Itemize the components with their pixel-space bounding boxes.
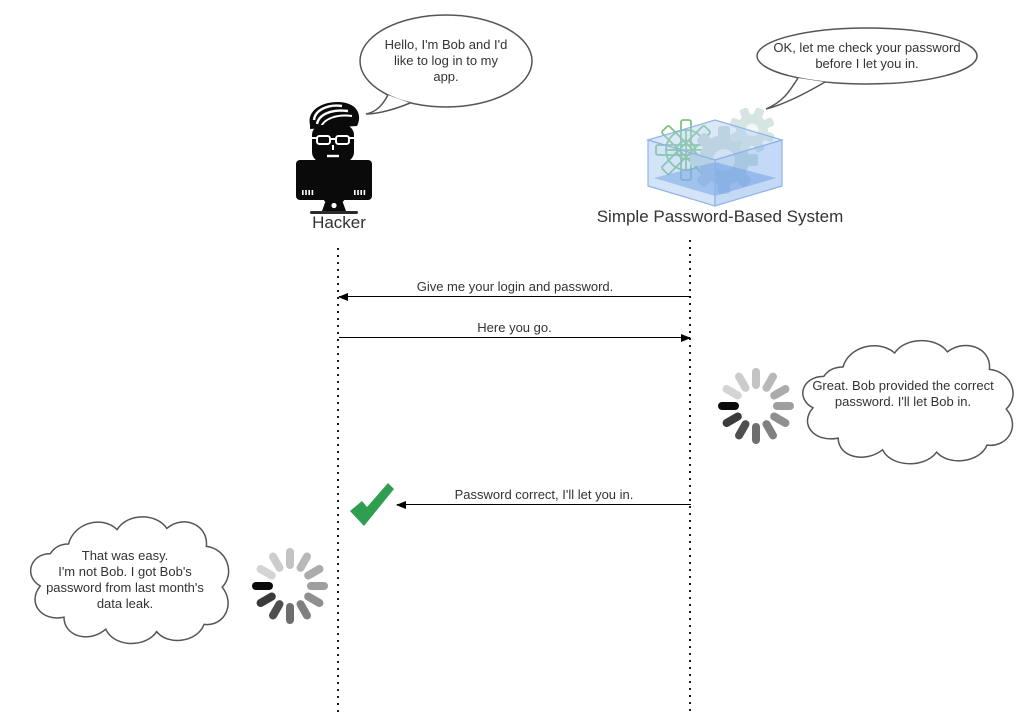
message-give-login-password: Give me your login and password.	[338, 279, 691, 301]
thought-cloud-system-text: Great. Bob provided the correct password…	[812, 378, 994, 409]
message-here-you-go: Here you go.	[339, 320, 691, 342]
message-arrow-left	[396, 501, 691, 509]
thought-cloud-shape	[12, 508, 238, 652]
message-arrow-right	[339, 334, 691, 342]
message-arrow-left	[338, 293, 691, 301]
message-label: Password correct, I'll let you in.	[454, 487, 634, 502]
thought-cloud-shape	[783, 332, 1023, 472]
thought-cloud-hacker: That was easy. I'm not Bob. I got Bob's …	[12, 508, 238, 652]
loading-spinner-icon	[718, 368, 794, 444]
password-system-box-gears-icon	[645, 107, 785, 207]
green-checkmark-icon	[350, 483, 394, 526]
speech-bubble-system-text: OK, let me check your password before I …	[773, 40, 961, 71]
thought-cloud-hacker-text: That was easy. I'm not Bob. I got Bob's …	[35, 548, 215, 612]
message-label: Give me your login and password.	[416, 279, 614, 294]
thought-cloud-hacker-line2: I'm not Bob. I got Bob's password from l…	[46, 564, 204, 611]
lifeline-system	[689, 240, 691, 712]
thought-cloud-system: Great. Bob provided the correct password…	[783, 332, 1023, 472]
message-label: Here you go.	[477, 320, 552, 335]
speech-bubble-hacker-text: Hello, I'm Bob and I'd like to log in to…	[384, 37, 508, 84]
speech-bubble-hacker: Hello, I'm Bob and I'd like to log in to…	[352, 8, 537, 123]
arrowhead-left-icon	[338, 293, 348, 301]
speech-bubble-shape	[756, 27, 978, 110]
lifeline-hacker	[337, 248, 339, 712]
actor-label-system: Simple Password-Based System	[596, 207, 844, 226]
loading-spinner-icon	[252, 548, 328, 624]
speech-bubble-system: OK, let me check your password before I …	[750, 22, 1024, 122]
thought-cloud-hacker-line1: That was easy.	[81, 548, 169, 563]
message-password-correct: Password correct, I'll let you in.	[396, 487, 691, 509]
speech-bubble-shape	[359, 14, 533, 115]
arrowhead-right-icon	[681, 334, 691, 342]
arrowhead-left-icon	[396, 501, 406, 509]
actor-label-hacker: Hacker	[312, 213, 366, 232]
hacker-at-computer-icon	[296, 102, 372, 214]
